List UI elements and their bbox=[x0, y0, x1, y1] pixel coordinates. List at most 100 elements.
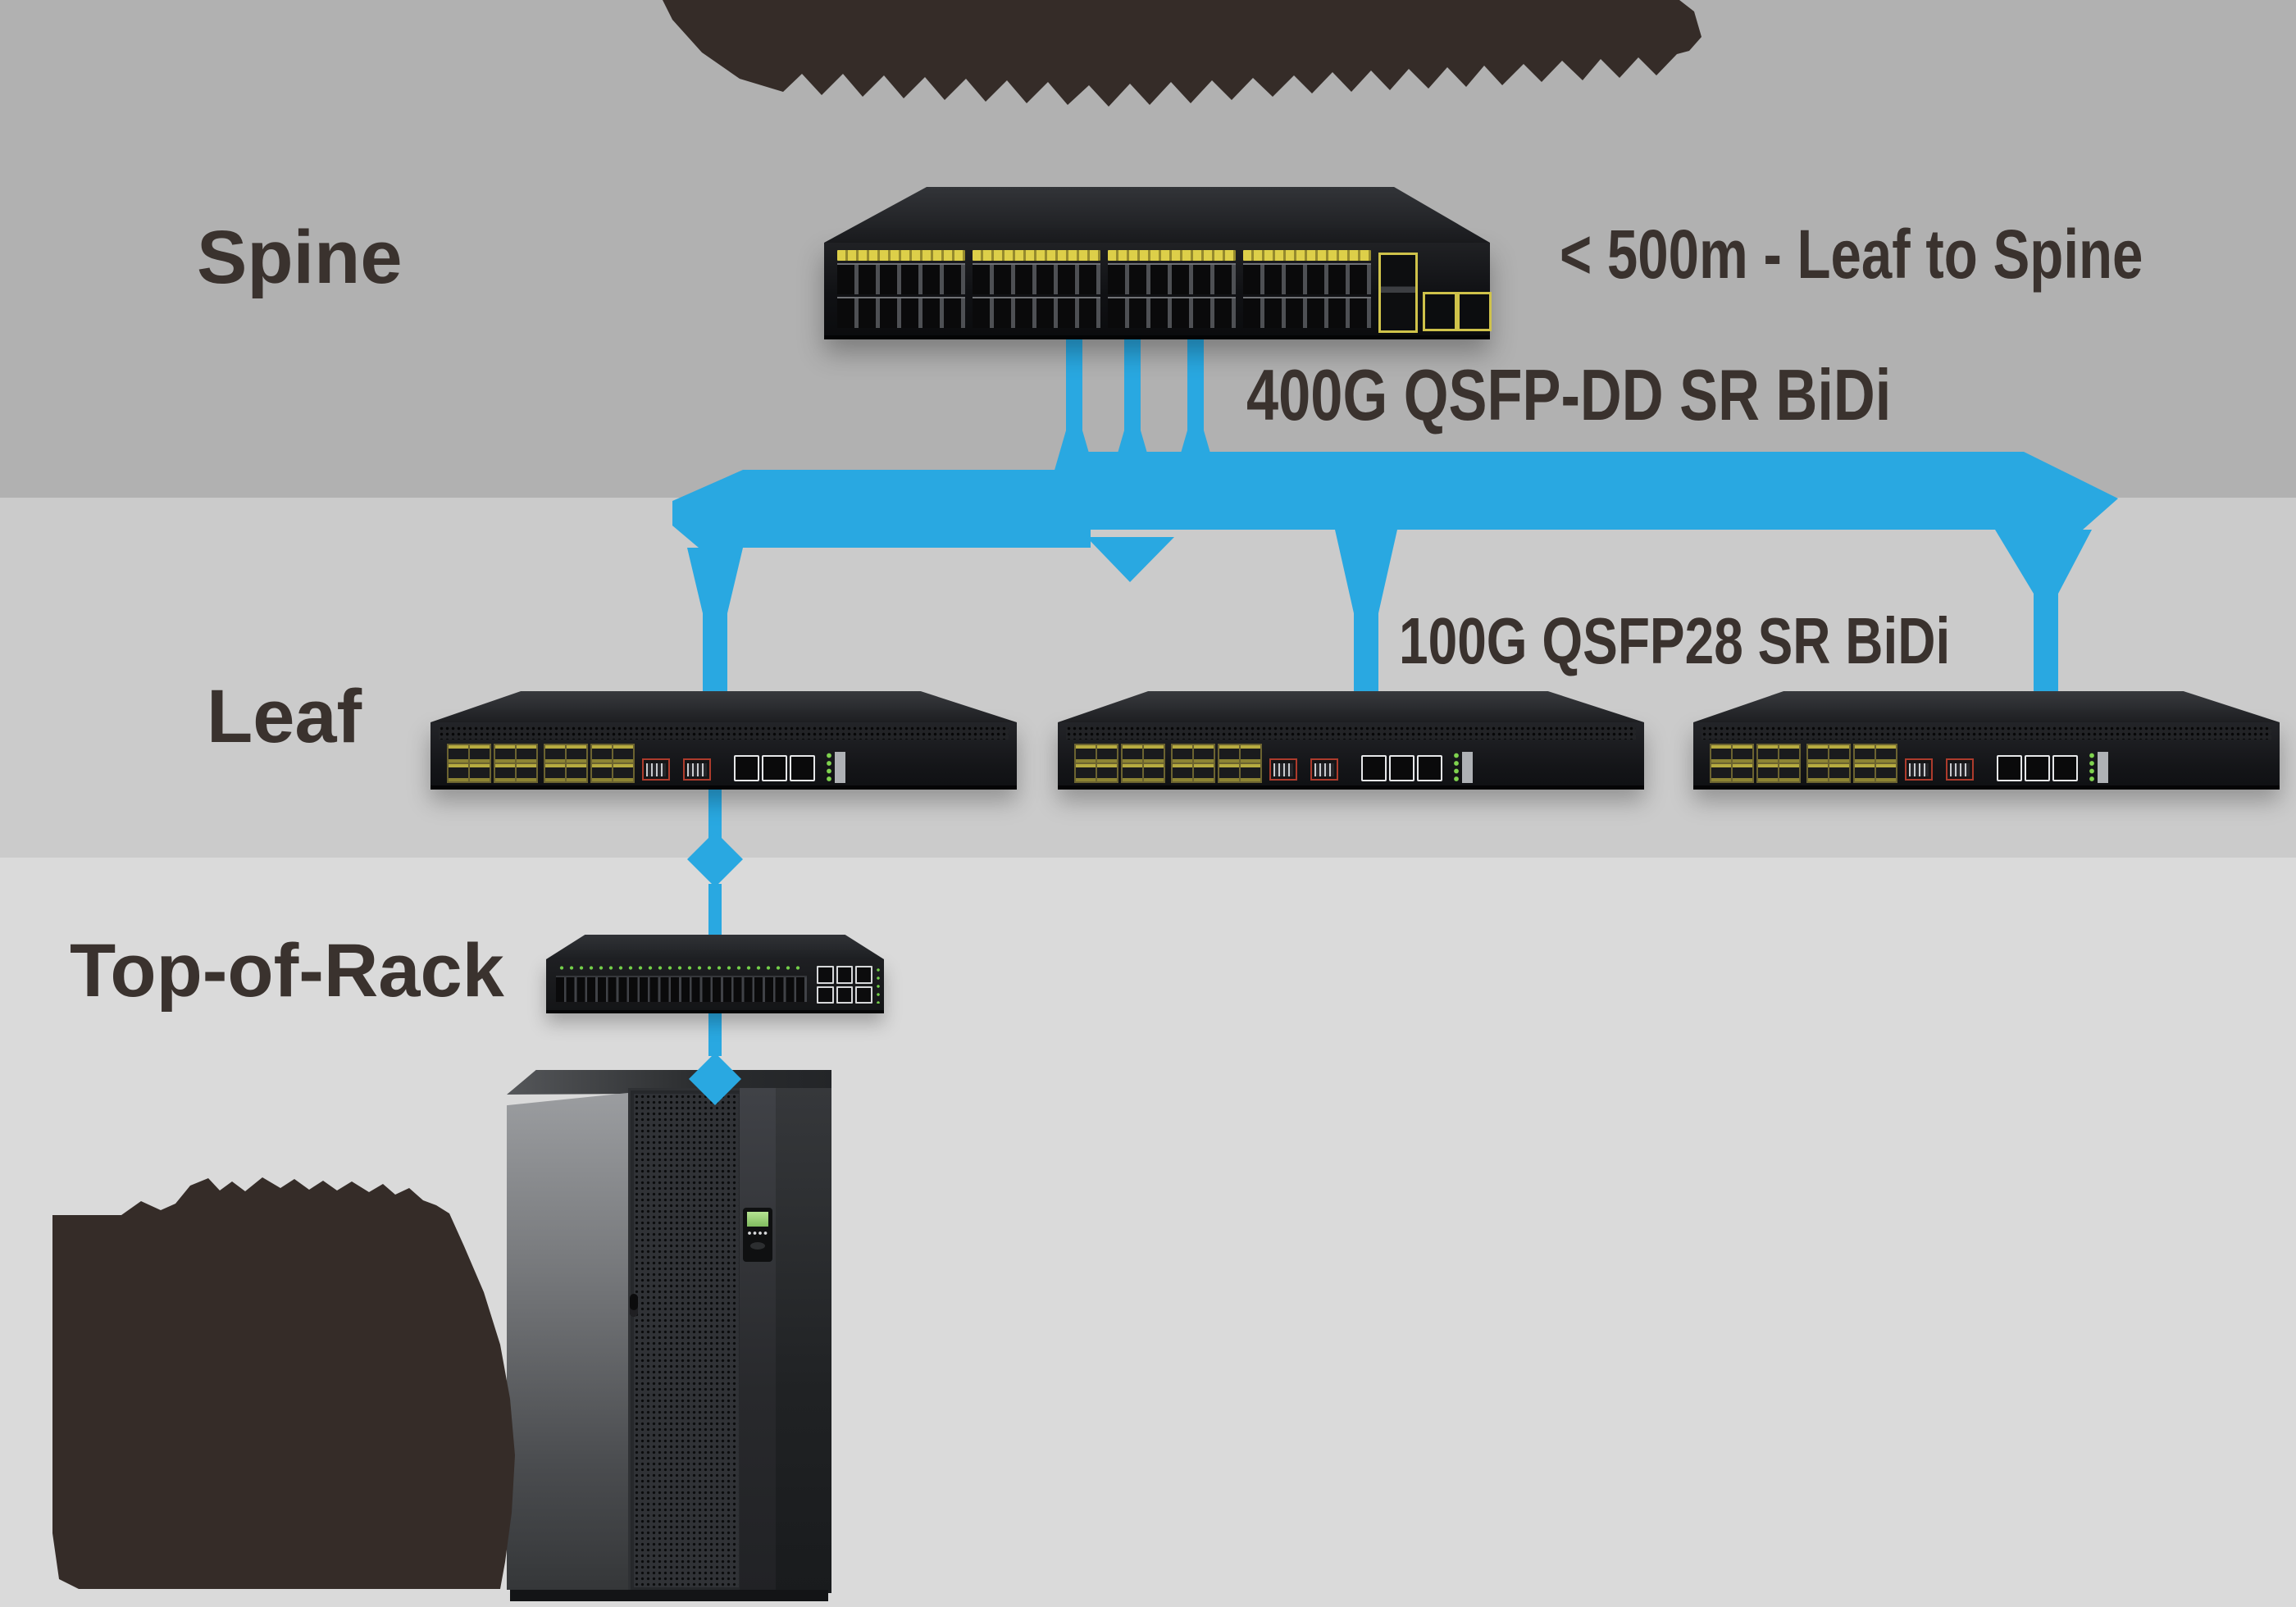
redaction-blob-rack-label bbox=[52, 1177, 515, 1589]
rj45-port-group bbox=[1108, 250, 1236, 330]
qsfp-cage-group bbox=[494, 744, 538, 783]
rack-front-door bbox=[628, 1088, 745, 1593]
rj45-port-row bbox=[973, 263, 1100, 294]
sfp-port-strip bbox=[556, 976, 807, 1002]
tier-label-leaf: Leaf bbox=[207, 675, 362, 758]
tor-uplink-line-upper bbox=[708, 777, 722, 840]
qsfp-cage-group bbox=[1756, 744, 1801, 783]
diamond-connector-lower bbox=[689, 1053, 741, 1105]
spine-switch bbox=[824, 187, 1492, 339]
leaf-drop-right bbox=[1995, 530, 2092, 694]
rj45-port-row bbox=[1243, 297, 1371, 328]
leaf-switch-top-face bbox=[1058, 691, 1644, 722]
qsfp-dd-port bbox=[1269, 758, 1297, 781]
tor-switch-front-panel bbox=[546, 959, 884, 1013]
rj45-port-row bbox=[1108, 263, 1236, 294]
rj45-port-group bbox=[837, 250, 965, 330]
leaf-spine-bus-left-segment bbox=[672, 470, 1091, 548]
rj45-port-row bbox=[1243, 263, 1371, 294]
led-column bbox=[876, 967, 881, 1004]
tor-uplink-line-lower bbox=[708, 884, 722, 945]
led-indicators bbox=[2089, 752, 2113, 783]
leaf-spine-bus-right-segment bbox=[1078, 452, 2118, 530]
rj45-port-row bbox=[1108, 297, 1236, 328]
rack-left-side-panel bbox=[507, 1093, 628, 1590]
spine-downlink-line-3 bbox=[1171, 336, 1220, 487]
mgmt-port bbox=[1417, 755, 1442, 781]
qsfp-cage-group bbox=[1171, 744, 1215, 783]
rack-speaker bbox=[750, 1242, 765, 1250]
rack-buttons bbox=[747, 1231, 768, 1236]
mgmt-port bbox=[1389, 755, 1414, 781]
rack-door-mesh bbox=[634, 1094, 739, 1587]
leaf-switch-top-face bbox=[1693, 691, 2280, 722]
spine-downlink-line-2 bbox=[1108, 336, 1157, 487]
mgmt-port bbox=[1997, 755, 2022, 781]
rack-plinth bbox=[510, 1590, 828, 1601]
rack-front-column bbox=[740, 1088, 776, 1593]
qsfp-dd-port bbox=[1905, 758, 1933, 781]
annotation-spine-leaf-link: 400G QSFP-DD SR BiDi bbox=[1246, 354, 1892, 435]
annotation-leaf-to-spine-distance: < 500m - Leaf to Spine bbox=[1560, 216, 2143, 293]
rack-uplink-line bbox=[708, 1005, 722, 1056]
vent-grille bbox=[1702, 726, 2271, 740]
leaf-drop-middle bbox=[1335, 530, 1397, 694]
rack-lcd-display bbox=[747, 1212, 768, 1227]
qsfp-cage-group bbox=[1806, 744, 1851, 783]
leaf-switch-3 bbox=[1693, 691, 2280, 790]
leaf-switch-front-panel bbox=[1058, 722, 1644, 790]
mgmt-port bbox=[2025, 755, 2050, 781]
qsfp-dd-port bbox=[642, 758, 670, 781]
rack-door-lock bbox=[630, 1294, 638, 1317]
leaf-drop-left bbox=[687, 548, 743, 693]
tier-label-top-of-rack: Top-of-Rack bbox=[70, 929, 504, 1013]
vent-grille bbox=[439, 726, 1009, 740]
rj45-port-row bbox=[973, 297, 1100, 328]
port-number-strip bbox=[837, 250, 965, 261]
rack-control-panel bbox=[743, 1208, 772, 1262]
annotation-leaf-downlink: 100G QSFP28 SR BiDi bbox=[1399, 604, 1951, 677]
redaction-blob-title bbox=[652, 0, 1702, 107]
qsfp-cage-group bbox=[1853, 744, 1897, 783]
tor-switch bbox=[546, 935, 884, 1013]
qsfp-cage-group bbox=[590, 744, 635, 783]
diamond-connector-upper bbox=[687, 831, 743, 887]
port-number-strip bbox=[1243, 250, 1371, 261]
mgmt-port bbox=[2052, 755, 2078, 781]
spine-downlink-line-1 bbox=[1050, 336, 1099, 487]
spine-switch-top-face bbox=[824, 187, 1490, 243]
sfp-uplink-cage bbox=[1378, 253, 1418, 333]
rj45-port-group bbox=[1243, 250, 1371, 330]
led-indicators bbox=[1453, 752, 1478, 783]
mgmt-port bbox=[762, 755, 787, 781]
port-number-strip bbox=[973, 250, 1100, 261]
qsfp-cage-group bbox=[544, 744, 588, 783]
qsfp-dd-port bbox=[1946, 758, 1974, 781]
rack-right-side-panel bbox=[776, 1088, 831, 1593]
qsfp-cage-group bbox=[1121, 744, 1165, 783]
leaf-switch-front-panel bbox=[430, 722, 1017, 790]
mgmt-port bbox=[1361, 755, 1387, 781]
leaf-switch-2 bbox=[1058, 691, 1644, 790]
mgmt-port bbox=[790, 755, 815, 781]
sfp-uplink-port bbox=[1457, 292, 1492, 331]
rj45-port-row bbox=[837, 297, 965, 328]
sfp-uplink-port bbox=[1423, 292, 1457, 331]
qsfp-cage-group bbox=[1710, 744, 1754, 783]
leaf-spine-bus-joint bbox=[1086, 537, 1174, 582]
spine-switch-front-panel bbox=[824, 243, 1492, 339]
qsfp-cage-group bbox=[1074, 744, 1118, 783]
leaf-switch-front-panel bbox=[1693, 722, 2280, 790]
tier-label-spine: Spine bbox=[197, 216, 403, 299]
qsfp-cage-group bbox=[1218, 744, 1262, 783]
leaf-switch-1 bbox=[430, 691, 1017, 790]
led-row bbox=[559, 965, 805, 971]
rj45-port-group bbox=[973, 250, 1100, 330]
qsfp-dd-port bbox=[1310, 758, 1338, 781]
server-rack bbox=[507, 1070, 831, 1601]
mgmt-port bbox=[734, 755, 759, 781]
rj45-port-row bbox=[837, 263, 965, 294]
leaf-switch-top-face bbox=[430, 691, 1017, 722]
